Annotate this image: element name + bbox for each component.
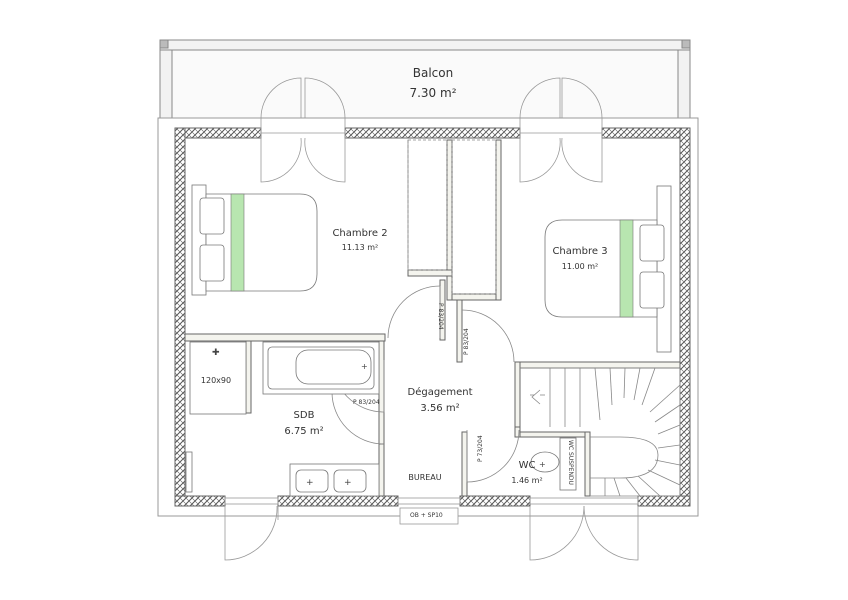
- door-bath-label: P 83/204: [353, 399, 380, 406]
- degagement-area: 3.56 m²: [420, 403, 460, 414]
- svg-text:+: +: [344, 478, 352, 488]
- shower-tray: ✚: [189, 341, 247, 415]
- bureau-label: BUREAU: [408, 473, 442, 482]
- wc-area: 1.46 m²: [511, 476, 543, 485]
- bathtub: +: [262, 341, 380, 395]
- balcon-name: Balcon: [412, 66, 454, 80]
- interior-doors: [331, 285, 520, 483]
- balcony-doors: [260, 77, 603, 183]
- svg-text:+: +: [306, 478, 314, 488]
- chambre3-name: Chambre 3: [552, 246, 608, 257]
- chambre2-name: Chambre 2: [332, 228, 388, 239]
- bed-chambre-3: [544, 185, 672, 353]
- chambre2-area: 11.13 m²: [341, 243, 379, 252]
- staircase: [520, 367, 681, 497]
- sdb-area: 6.75 m²: [284, 426, 324, 437]
- bottom-openings: [224, 497, 639, 561]
- sdb-name: SDB: [293, 410, 315, 421]
- wc-suspendu-label: WC SUSPENDU: [567, 440, 574, 485]
- door-ch2-label: P 83/204: [437, 303, 444, 330]
- chambre3-area: 11.00 m²: [561, 262, 599, 271]
- interior-walls: [184, 139, 681, 497]
- door-ch3-label: P 83/204: [463, 328, 470, 355]
- balcon-area: 7.30 m²: [409, 86, 457, 100]
- double-sink: + +: [289, 463, 380, 497]
- svg-text:+: +: [361, 362, 368, 371]
- degagement-name: Dégagement: [407, 387, 473, 398]
- wc-toilet: +: [530, 437, 577, 491]
- wc-name: WC: [518, 460, 536, 471]
- balcony: [159, 39, 691, 119]
- svg-text:+: +: [539, 460, 546, 469]
- svg-text:✚: ✚: [212, 348, 220, 358]
- towel-radiator: [185, 451, 193, 493]
- window-bottom-label: OB + SP10: [410, 512, 443, 519]
- closets: [407, 139, 497, 295]
- door-wc-label: P 73/204: [477, 435, 484, 462]
- bed-chambre-2: [191, 184, 318, 296]
- shower-size-label: 120x90: [200, 376, 232, 385]
